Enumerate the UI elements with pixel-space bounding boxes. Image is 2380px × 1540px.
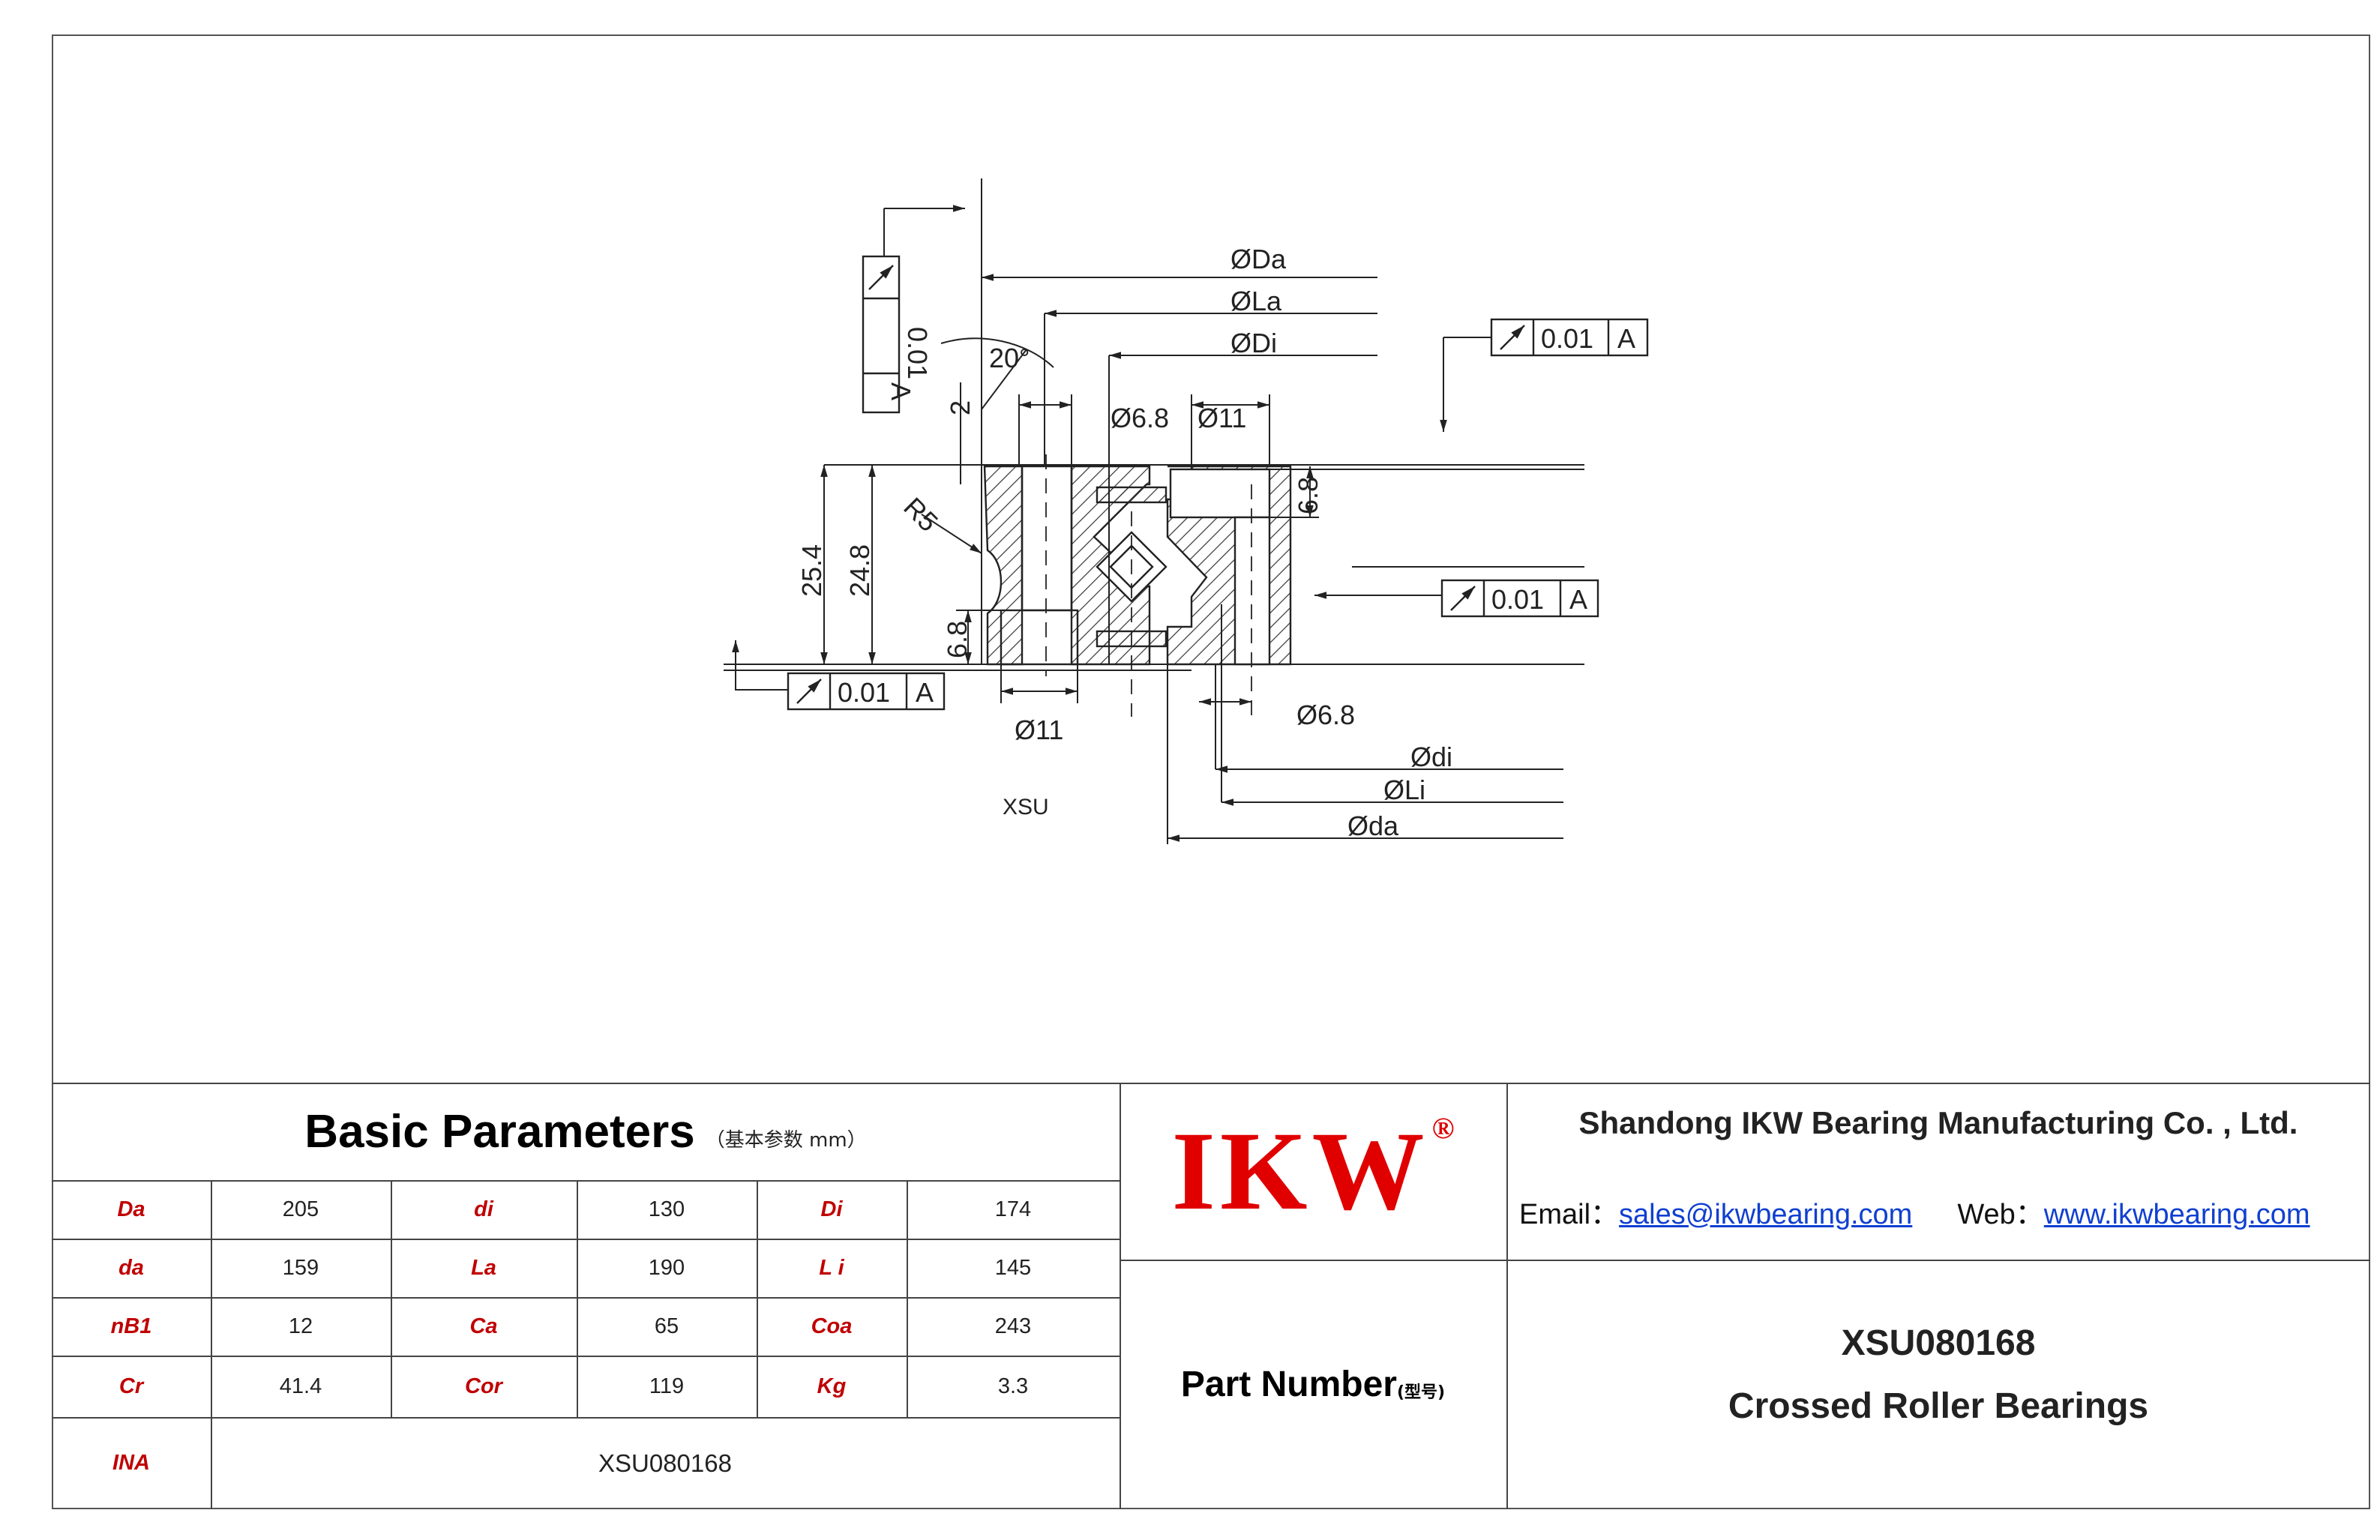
drawing-sheet-border <box>52 34 2370 1509</box>
email-link[interactable]: sales@ikwbearing.com <box>1619 1199 1913 1230</box>
param-value: 243 <box>994 1314 1032 1338</box>
grid-line <box>52 1083 2370 1084</box>
grid-line <box>52 1239 1120 1240</box>
part-type: Crossed Roller Bearings <box>1728 1386 2149 1426</box>
tol-datum-right-mid: A <box>1569 584 1587 615</box>
param-label: da <box>118 1255 144 1280</box>
param-value: 130 <box>648 1197 685 1221</box>
dim-di: Ødi <box>1410 742 1452 772</box>
reference-lines <box>724 178 1584 671</box>
param-value: 3.3 <box>997 1374 1029 1398</box>
ina-value: XSU080168 <box>598 1449 732 1477</box>
param-value: 190 <box>648 1255 685 1280</box>
tol-datum-right-top: A <box>1617 323 1635 354</box>
param-value: 12 <box>288 1314 313 1338</box>
tol-datum-left-bottom: A <box>916 677 934 708</box>
web-link[interactable]: www.ikwbearing.com <box>2043 1199 2310 1230</box>
email-label: Email： <box>1519 1199 1620 1230</box>
web-label: Web： <box>1957 1199 2044 1230</box>
grid-line <box>52 1297 1120 1299</box>
dim-chamfer: 2 <box>945 400 976 415</box>
param-label: Cr <box>118 1374 144 1398</box>
basic-parameters-header: Basic Parameters （基本参数 mm） <box>52 1083 1120 1180</box>
tol-value-left-bottom: 0.01 <box>838 677 890 708</box>
dim-hole-bottom-large: Ø11 <box>1015 715 1063 745</box>
part-number-header: Part Number(型号) <box>1120 1260 1506 1509</box>
param-label: nB1 <box>110 1314 152 1338</box>
dimension-labels: ØDa ØLa ØDi Ø6.8 Ø11 Ø11 Ø6.8 Ødi ØLi Ød… <box>796 244 1635 841</box>
runout-symbols <box>796 265 1525 704</box>
technical-drawing: ØDa ØLa ØDi Ø6.8 Ø11 Ø11 Ø6.8 Ødi ØLi Ød… <box>52 34 2370 1084</box>
param-label: La <box>471 1255 496 1280</box>
param-label: Di <box>820 1197 843 1221</box>
grid-line <box>1120 1083 1121 1509</box>
param-label: Coa <box>811 1314 853 1338</box>
ikw-logo: IKW® <box>1120 1083 1506 1260</box>
param-value: 41.4 <box>279 1374 322 1398</box>
grid-line <box>907 1180 908 1417</box>
grid-line <box>52 1356 1120 1357</box>
param-value: 65 <box>654 1314 679 1338</box>
grid-line <box>1506 1083 1508 1509</box>
param-value: 174 <box>994 1197 1032 1221</box>
registered-mark: ® <box>1431 1110 1455 1145</box>
dim-hole-top-large: Ø11 <box>1197 403 1246 433</box>
center-lines <box>1045 454 1252 717</box>
dim-da: Øda <box>1347 810 1399 841</box>
tol-datum-left-top: A <box>886 382 916 400</box>
dim-counterbore-top: 6.8 <box>1293 477 1323 514</box>
param-value: 119 <box>649 1374 685 1398</box>
param-value: 145 <box>994 1255 1032 1280</box>
inner-ring-section <box>1166 465 1292 666</box>
dim-counterbore-bottom: 6.8 <box>942 621 973 658</box>
basic-parameters-title: Basic Parameters <box>304 1105 695 1158</box>
param-label: Kg <box>817 1374 847 1398</box>
grid-line <box>52 1417 1120 1419</box>
grid-line <box>391 1180 392 1417</box>
dim-Da: ØDa <box>1230 244 1287 274</box>
dim-height-total: 25.4 <box>796 544 827 597</box>
param-value: 159 <box>282 1255 319 1280</box>
company-name: Shandong IKW Bearing Manufacturing Co. ,… <box>1578 1105 2298 1140</box>
grid-line <box>211 1180 212 1509</box>
grid-line <box>1120 1260 2370 1261</box>
part-number-label: Part Number <box>1180 1365 1397 1404</box>
param-label: di <box>474 1197 493 1221</box>
basic-parameters-subtitle: （基本参数 mm） <box>705 1128 867 1152</box>
dim-Li: ØLi <box>1383 774 1425 805</box>
contact-line: Email：sales@ikwbearing.com Web：www.ikwbea… <box>1519 1191 2370 1232</box>
dim-angle: 20° <box>989 343 1030 373</box>
param-label: Cor <box>465 1374 502 1398</box>
param-label: Da <box>117 1197 145 1221</box>
dim-Di: ØDi <box>1230 328 1277 358</box>
param-value: 205 <box>282 1197 319 1221</box>
param-label: Ca <box>469 1314 498 1338</box>
dim-hole-top-small: Ø6.8 <box>1111 403 1169 433</box>
dim-hole-bottom-small: Ø6.8 <box>1296 700 1355 730</box>
logo-text: IKW <box>1171 1109 1429 1233</box>
ina-label: INA <box>112 1451 150 1475</box>
title-block: Basic Parameters （基本参数 mm） Da 205 di 130… <box>52 1083 2370 1509</box>
tol-value-left-top: 0.01 <box>902 327 933 379</box>
grid-line <box>757 1180 758 1417</box>
param-label: L i <box>819 1255 844 1280</box>
dim-La: ØLa <box>1230 286 1282 316</box>
part-number-value: XSU080168 <box>1841 1323 2036 1363</box>
tol-value-right-mid: 0.01 <box>1491 584 1544 615</box>
dimension-lines <box>732 205 1563 844</box>
tol-value-right-top: 0.01 <box>1541 323 1593 354</box>
grid-line <box>52 1180 1120 1182</box>
grid-line <box>577 1180 578 1417</box>
part-number-sublabel: (型号) <box>1396 1383 1446 1402</box>
dim-height-inner: 24.8 <box>844 544 875 597</box>
dim-radius: R5 <box>898 491 944 538</box>
drawing-caption: XSU <box>1003 795 1049 819</box>
